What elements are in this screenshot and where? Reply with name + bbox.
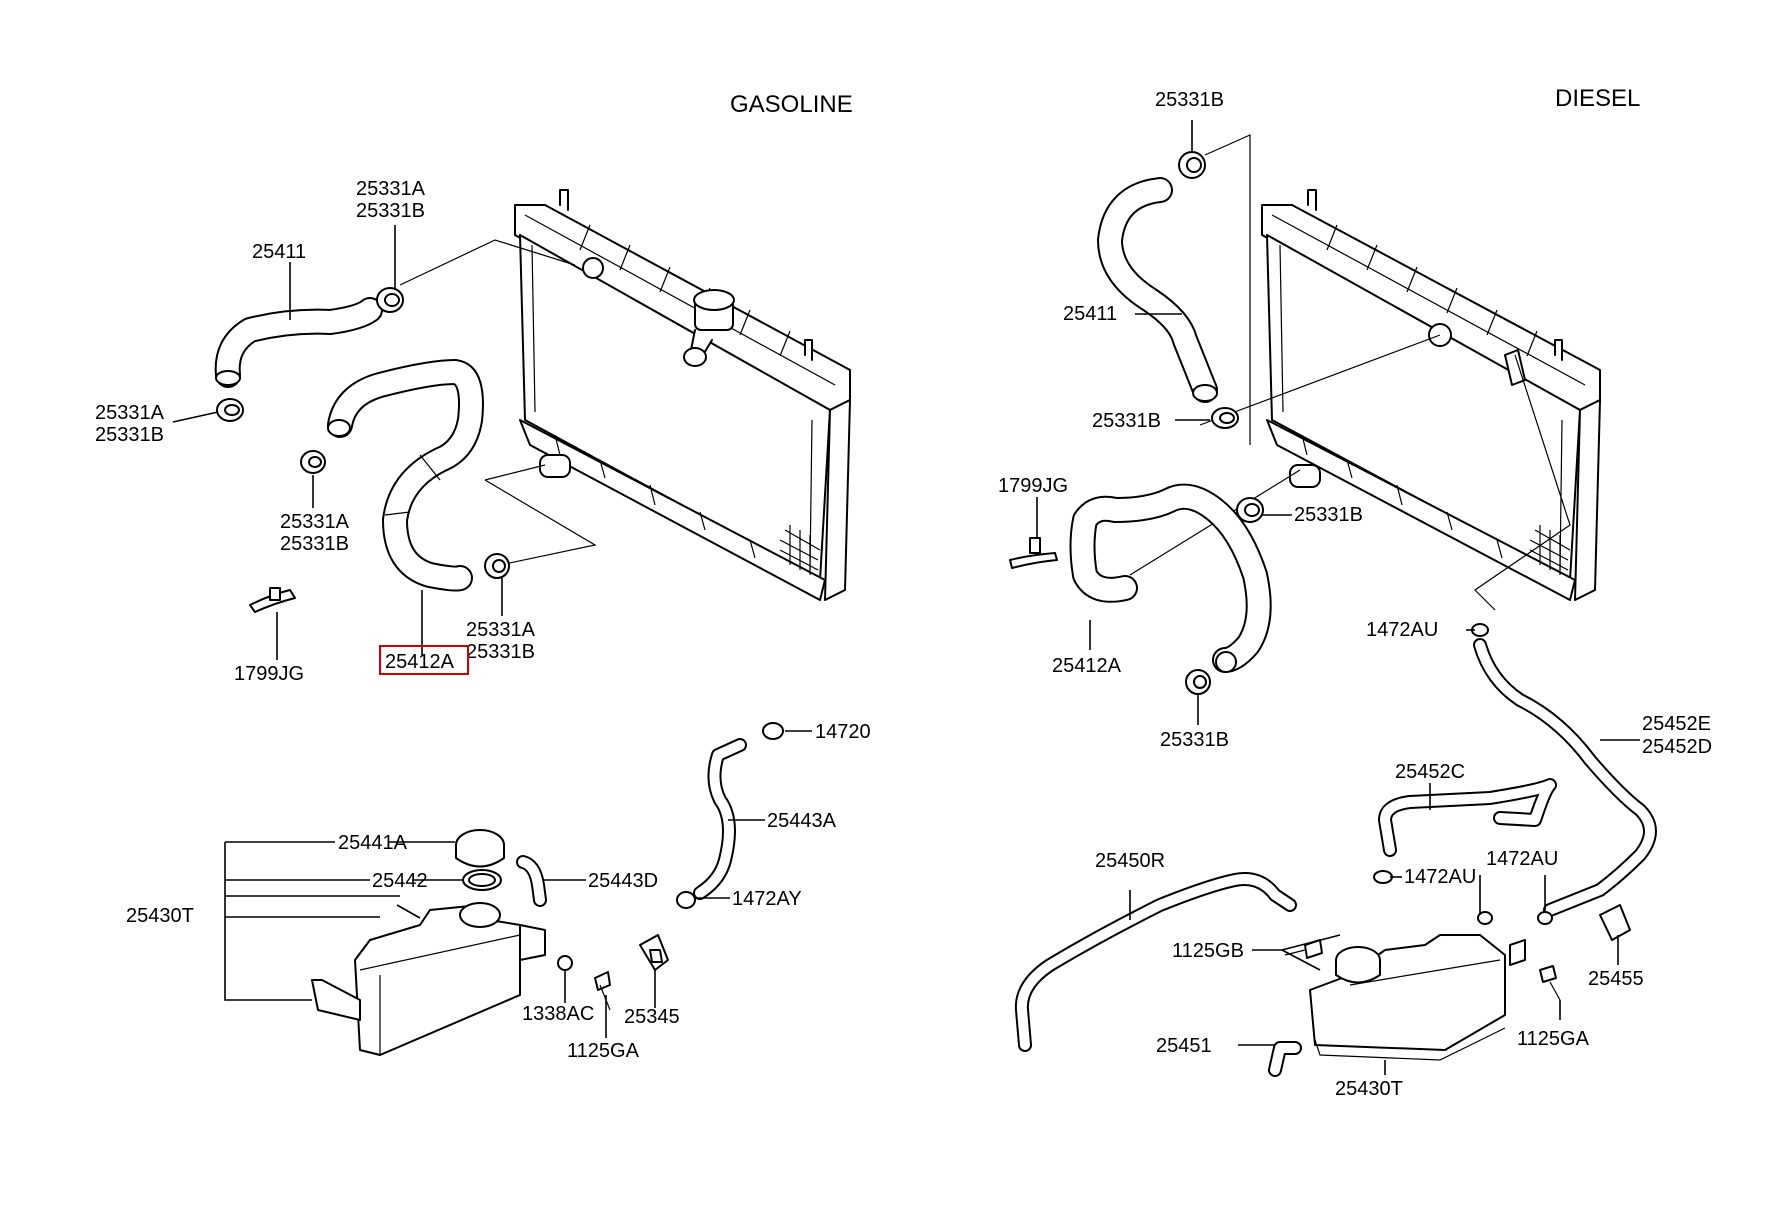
gasoline-clamp-mid[interactable] (300, 450, 326, 474)
label-14720[interactable]: 14720 (815, 721, 871, 743)
diesel-clamp-1472AU-b[interactable] (1477, 911, 1493, 925)
leader-25331-left-gasoline (172, 411, 219, 423)
label-25452D[interactable]: 25452D (1642, 736, 1712, 758)
gasoline-section-title: GASOLINE (730, 91, 853, 118)
gasoline-upper-hose[interactable] (214, 297, 383, 388)
gasoline-lower-hose[interactable] (327, 359, 484, 592)
label-25452C[interactable]: 25452C (1395, 761, 1465, 783)
label-25411[interactable]: 25411 (252, 241, 306, 263)
gasoline-clamp-left[interactable] (216, 398, 244, 422)
label-25331B-left[interactable]: 25331B (95, 424, 164, 446)
diesel-clamp-top[interactable] (1178, 151, 1206, 179)
gasoline-lower-hose-connector-line (484, 464, 597, 566)
diesel-radiator[interactable] (1261, 189, 1601, 601)
label-25443A[interactable]: 25443A (767, 810, 837, 832)
label-25331A-top[interactable]: 25331A (356, 178, 426, 200)
label-1799JG-diesel[interactable]: 1799JG (998, 475, 1068, 497)
label-1125GA-diesel[interactable]: 1125GA (1517, 1028, 1590, 1050)
leader-25430T-bracket (224, 842, 312, 1001)
label-25451[interactable]: 25451 (1156, 1035, 1212, 1057)
gasoline-bolt-1125GA[interactable] (594, 971, 611, 1011)
label-25331A-bottom[interactable]: 25331A (466, 619, 536, 641)
diesel-bolt-1125GA[interactable] (1539, 965, 1561, 1001)
label-25331B-upper-diesel[interactable]: 25331B (1092, 410, 1161, 432)
diesel-reservoir-tank[interactable] (1309, 934, 1526, 1061)
diesel-clamp-right[interactable] (1236, 497, 1264, 523)
leader-1125GB-branches (1281, 934, 1341, 971)
label-25412A[interactable]: 25412A (385, 651, 455, 673)
diesel-upper-hose[interactable] (1097, 177, 1218, 403)
label-25441A[interactable]: 25441A (338, 832, 408, 854)
gasoline-short-hose-25443D[interactable] (516, 855, 547, 907)
leader-25430T-tank (396, 904, 421, 919)
leader-25430T-group (225, 841, 400, 918)
label-25443D[interactable]: 25443D (588, 870, 658, 892)
highlight-box-25412A (379, 645, 469, 675)
diesel-upper-connector-line (1199, 134, 1441, 445)
label-25411-diesel[interactable]: 25411 (1063, 303, 1117, 325)
label-1472AU-c[interactable]: 1472AU (1486, 848, 1558, 870)
label-25345[interactable]: 25345 (624, 1006, 680, 1028)
gasoline-reservoir-cap[interactable] (455, 829, 505, 868)
diesel-clamp-upper[interactable] (1211, 407, 1239, 429)
diesel-hose-25452C[interactable] (1373, 778, 1557, 884)
gasoline-hose-clip[interactable] (249, 587, 296, 613)
gasoline-overflow-hose-25443A[interactable] (676, 722, 784, 909)
label-1338AC[interactable]: 1338AC (522, 1003, 594, 1025)
gasoline-nut-1338AC[interactable] (557, 955, 573, 971)
label-1125GA-gasoline[interactable]: 1125GA (567, 1040, 640, 1062)
label-25331B-mid[interactable]: 25331B (280, 533, 349, 555)
label-1799JG-gasoline[interactable]: 1799JG (234, 663, 304, 685)
label-25331B-bottom[interactable]: 25331B (466, 641, 535, 663)
diesel-section-title: DIESEL (1555, 85, 1640, 112)
gasoline-clamp-bottom[interactable] (484, 553, 510, 579)
label-1472AY[interactable]: 1472AY (732, 888, 802, 910)
diesel-hose-25451[interactable] (1268, 1041, 1302, 1077)
diesel-long-hose[interactable] (1471, 623, 1657, 917)
gasoline-upper-hose-connector-line (399, 239, 576, 286)
label-1125GB[interactable]: 1125GB (1172, 940, 1244, 962)
diesel-reservoir-cap[interactable] (1335, 946, 1381, 984)
label-1472AU-a[interactable]: 1472AU (1366, 619, 1438, 641)
label-25430T-diesel[interactable]: 25430T (1335, 1078, 1403, 1100)
label-25412A-diesel[interactable]: 25412A (1052, 655, 1122, 677)
gasoline-radiator[interactable] (514, 189, 851, 601)
label-25430T-gasoline[interactable]: 25430T (126, 905, 194, 927)
label-25442[interactable]: 25442 (372, 870, 428, 892)
diesel-lower-hose[interactable] (1069, 483, 1272, 673)
label-25452E[interactable]: 25452E (1642, 713, 1711, 735)
gasoline-bracket-25345[interactable] (639, 934, 669, 971)
diesel-hose-25450R[interactable] (1014, 872, 1297, 1052)
gasoline-reservoir-tank[interactable] (311, 902, 546, 1056)
gasoline-reservoir-seal[interactable] (462, 869, 502, 891)
label-25331B-right-diesel[interactable]: 25331B (1294, 504, 1363, 526)
label-1472AU-b[interactable]: 1472AU (1404, 866, 1476, 888)
diesel-clamp-bottom[interactable] (1185, 669, 1211, 695)
label-25450R[interactable]: 25450R (1095, 850, 1165, 872)
label-25331B-top-diesel[interactable]: 25331B (1155, 89, 1224, 111)
diesel-bracket-25455[interactable] (1599, 904, 1631, 941)
label-25455[interactable]: 25455 (1588, 968, 1644, 990)
label-25331A-mid[interactable]: 25331A (280, 511, 350, 533)
label-25331B-bottom-diesel[interactable]: 25331B (1160, 729, 1229, 751)
gasoline-clamp-top[interactable] (376, 287, 404, 313)
diesel-clamp-1472AU-c[interactable] (1537, 911, 1553, 925)
label-25331A-left[interactable]: 25331A (95, 402, 165, 424)
diesel-hose-clip[interactable] (1009, 537, 1058, 569)
label-25331B-top[interactable]: 25331B (356, 200, 425, 222)
